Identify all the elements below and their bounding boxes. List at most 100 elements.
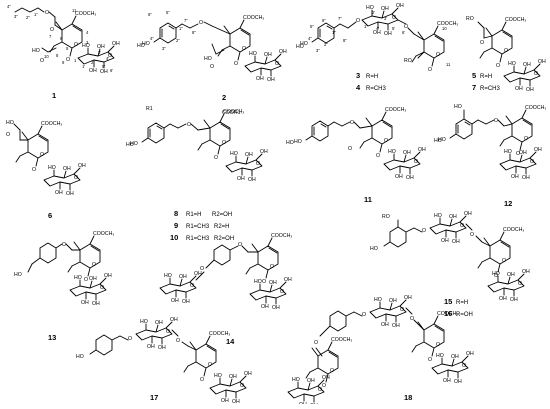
compound-14-structure: O O [159,232,293,312]
svg-text:O: O [210,64,214,70]
compound-1-atom-label: 11 [72,8,77,13]
compound-1-atom-label: 1'' [34,12,38,17]
compound-1-atom-label: 3' [98,50,101,55]
compound-1-id: 1 [52,91,56,100]
compound-3-atom-label: 10 [442,26,447,31]
compound-2-atom-label: 8'' [192,30,196,35]
svg-text:O: O [187,122,191,128]
compound-2-atom-label: 2'' [176,38,180,43]
compound-1-atom-label: 6 [60,36,63,41]
compound-7-r-group: R=CH3 [480,86,501,92]
compound-12-label: HO [434,138,442,144]
compound-3-atom-label: 5' [392,26,395,31]
compound-3-atom-label: 8'' [343,38,347,43]
compound-3-atom-label: 6' [402,30,405,35]
compound-1-atom-label: 3'' [14,14,18,19]
svg-text:O: O [314,340,318,346]
svg-text:O: O [494,118,498,124]
compound-3-label: RO [404,58,412,64]
compound-2-label: HO [137,43,145,49]
compound-8-r2: R2=OH [212,212,232,218]
compound-17-id: 17 [150,393,158,402]
compound-3-atom-label: 11 [446,62,451,67]
compound-1-atom-label: 6' [110,68,113,73]
compound-1-atom-label: 5' [102,64,105,69]
svg-text:O: O [50,27,54,33]
compound-15-16-structure: O O [383,210,531,304]
compound-1-atom-label: 5 [66,46,69,51]
compound-1-atom-label: 2' [91,60,94,65]
compound-3-atom-label: 1' [364,24,367,29]
compound-8-r1: R1=H [186,212,202,218]
compound-1-atom-label: 2'' [26,15,30,20]
svg-text:O: O [362,312,366,318]
svg-text:O: O [470,232,474,238]
svg-text:O: O [6,132,10,138]
svg-text:O: O [238,242,242,248]
compound-15-id: 15 [444,297,452,306]
svg-text:O: O [350,120,354,126]
compound-2-atom-label: 6'' [148,12,152,17]
compound-9-id: 9 [174,221,178,230]
compound-13-label: HO [14,272,22,278]
compound-11-label: HO [286,140,294,146]
compound-4-id: 4 [356,83,361,92]
compound-3-atom-label: 7'' [338,16,342,21]
compound-1-atom-label: 3 [86,40,89,45]
compound-1-atom-label: 1' [82,64,85,69]
compound-15-label: RO [382,214,390,220]
compound-11-id: 11 [364,195,372,204]
compound-16-r-group: R=OH [456,312,473,318]
compound-12-structure: O [437,104,547,182]
compound-2-id: 2 [222,93,226,102]
compound-1-atom-label: 4 [86,30,89,35]
compound-3-atom-label: 5'' [310,24,314,29]
compound-1-atom-label: 4' [106,56,109,61]
compound-3-atom-label: 4'' [308,36,312,41]
compound-5-label: RO [466,16,474,22]
svg-text:O: O [62,242,66,248]
compound-5-id: 5 [472,71,476,80]
compound-18-structure: O O O [287,294,475,409]
compound-6-id: 6 [48,211,52,220]
compound-12-label: HO [454,104,462,110]
compound-10-r1: R1=CH3 [186,236,210,242]
compound-3-atom-label: 3' [384,16,387,21]
compound-5-7-structure: O [477,16,547,94]
svg-text:O: O [356,18,360,24]
svg-text:O: O [410,316,414,322]
compound-3-atom-label: 2' [372,10,375,15]
compound-3-atom-label: 2'' [324,42,328,47]
compound-1-structure: O O HO O [14,7,121,76]
compound-10-r2: R2=OH [214,236,234,242]
compound-1-atom-label: 1 [74,58,77,63]
compound-8-label: HO [126,142,134,148]
svg-text:O: O [199,20,203,26]
compound-9-r1: R1=CH3 [186,224,210,230]
compound-3-id: 3 [356,71,360,80]
compound-8-label: COOR1 [222,110,241,116]
svg-text:O: O [176,338,180,344]
compound-9-r2: R2=H [214,224,230,230]
compound-6-label: HO [6,120,14,126]
compound-15-label: HO [370,246,378,252]
compound-2-atom-label: 3'' [162,46,166,51]
compound-13-id: 13 [48,333,56,342]
svg-text:HO: HO [32,48,40,54]
compound-13-structure: O [27,230,115,308]
compound-7-id: 7 [472,83,476,92]
compound-3-label: HO [296,44,304,50]
compound-2-atom-label: 1'' [179,26,183,31]
compound-1-atom-label: 8 [56,53,59,58]
compound-2-atom-label: 7'' [184,18,188,23]
compound-3-atom-label: 1'' [332,30,336,35]
svg-text:O: O [480,40,484,46]
compound-5-r-group: R=H [480,74,492,80]
compound-18-id: 18 [404,393,412,402]
compound-17-label: HO [76,354,84,360]
compound-8-10-structure: O [129,108,269,184]
compound-8-id: 8 [174,209,178,218]
svg-text:O: O [40,58,44,64]
